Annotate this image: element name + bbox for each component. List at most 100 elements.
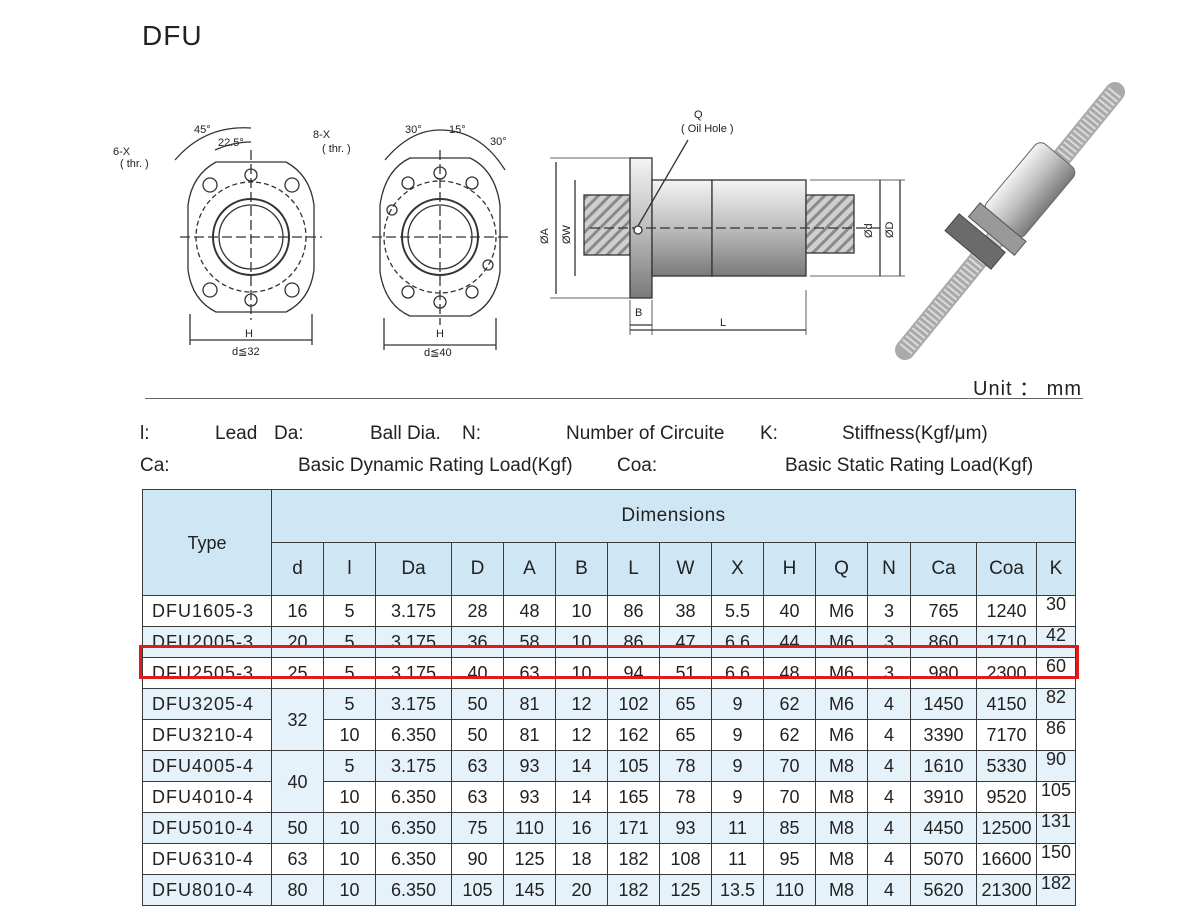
column-header-ca: Ca (910, 542, 977, 596)
cell-h: 95 (763, 843, 816, 875)
cell-coa: 2300 (976, 657, 1037, 689)
cell-w: 108 (659, 843, 712, 875)
cell-l: 5 (323, 595, 376, 627)
cell-b: 14 (555, 750, 608, 782)
cell-l: 102 (607, 688, 660, 720)
type-header: Type (142, 489, 272, 596)
cell-k: 86 (1035, 719, 1077, 751)
legend-n-val: Number of Circuite (566, 423, 725, 444)
view1-h-label: H (245, 328, 253, 340)
cell-da: 3.175 (375, 595, 452, 627)
cell-d: 50 (451, 688, 504, 720)
cell-n: 4 (867, 688, 911, 720)
cell-ca: 1610 (910, 750, 977, 782)
cell-n: 3 (867, 595, 911, 627)
side-l-label: L (720, 317, 726, 329)
cell-h: 70 (763, 750, 816, 782)
cell-k: 150 (1035, 843, 1077, 875)
column-header-h: H (763, 542, 816, 596)
cell-type: DFU4010-4 (142, 781, 272, 813)
column-header-n: N (867, 542, 911, 596)
cell-a: 110 (503, 812, 556, 844)
cell-coa: 4150 (976, 688, 1037, 720)
view2-x-sub: ( thr. ) (322, 143, 351, 155)
cell-n: 4 (867, 874, 911, 906)
side-a-label: ØA (539, 227, 551, 244)
cell-ca: 3910 (910, 781, 977, 813)
cell-l: 162 (607, 719, 660, 751)
cell-w: 78 (659, 750, 712, 782)
cell-d: 90 (451, 843, 504, 875)
unit-label: Unit ： mm (973, 378, 1082, 400)
cell-l: 10 (323, 874, 376, 906)
cell-l: 10 (323, 812, 376, 844)
column-header-da: Da (375, 542, 452, 596)
cell-coa: 21300 (976, 874, 1037, 906)
cell-l: 182 (607, 843, 660, 875)
cell-h: 40 (763, 595, 816, 627)
cell-ca: 765 (910, 595, 977, 627)
cell-a: 48 (503, 595, 556, 627)
cell-x: 11 (711, 843, 764, 875)
cell-da: 6.350 (375, 812, 452, 844)
column-header-l: l (323, 542, 376, 596)
cell-k: 182 (1035, 874, 1077, 906)
cell-ca: 3390 (910, 719, 977, 751)
cell-ca: 5620 (910, 874, 977, 906)
cell-da: 6.350 (375, 843, 452, 875)
cell-b: 10 (555, 595, 608, 627)
side-q-label: Q (694, 109, 703, 121)
cell-d: 32 (271, 688, 324, 751)
cell-ca: 1450 (910, 688, 977, 720)
cell-d: 75 (451, 812, 504, 844)
cell-a: 58 (503, 626, 556, 658)
cell-w: 125 (659, 874, 712, 906)
side-b-label: B (635, 307, 642, 319)
cell-a: 93 (503, 781, 556, 813)
cell-d: 40 (451, 657, 504, 689)
column-header-d: d (271, 542, 324, 596)
cell-k: 30 (1035, 595, 1077, 627)
cell-d: 63 (271, 843, 324, 875)
column-header-w: W (659, 542, 712, 596)
cell-coa: 1240 (976, 595, 1037, 627)
view2-angle1: 30° (405, 124, 422, 136)
legend-coa-val: Basic Static Rating Load(Kgf) (785, 455, 1034, 476)
cell-l: 165 (607, 781, 660, 813)
cell-type: DFU1605-3 (142, 595, 272, 627)
cell-da: 3.175 (375, 688, 452, 720)
cell-d: 50 (451, 719, 504, 751)
cell-q: M6 (815, 688, 868, 720)
view1-x-label: 6-X (113, 146, 131, 158)
side-view (550, 139, 905, 335)
legend-da-key: Da: (274, 423, 304, 444)
cell-h: 70 (763, 781, 816, 813)
side-w-label: ØW (561, 224, 573, 244)
cell-k: 82 (1035, 688, 1077, 720)
cell-q: M6 (815, 595, 868, 627)
cell-l: 86 (607, 595, 660, 627)
cell-b: 20 (555, 874, 608, 906)
cell-type: DFU6310-4 (142, 843, 272, 875)
cell-type: DFU4005-4 (142, 750, 272, 782)
legend-n-key: N: (462, 423, 481, 444)
cell-ca: 5070 (910, 843, 977, 875)
cell-l: 5 (323, 688, 376, 720)
cell-d: 63 (451, 750, 504, 782)
page-title: DFU (142, 20, 203, 51)
cell-ca: 4450 (910, 812, 977, 844)
cell-l: 5 (323, 750, 376, 782)
cell-n: 4 (867, 812, 911, 844)
column-header-k: K (1035, 542, 1077, 596)
cell-da: 3.175 (375, 626, 452, 658)
cell-b: 16 (555, 812, 608, 844)
view1-d-label: d≦32 (232, 346, 260, 358)
